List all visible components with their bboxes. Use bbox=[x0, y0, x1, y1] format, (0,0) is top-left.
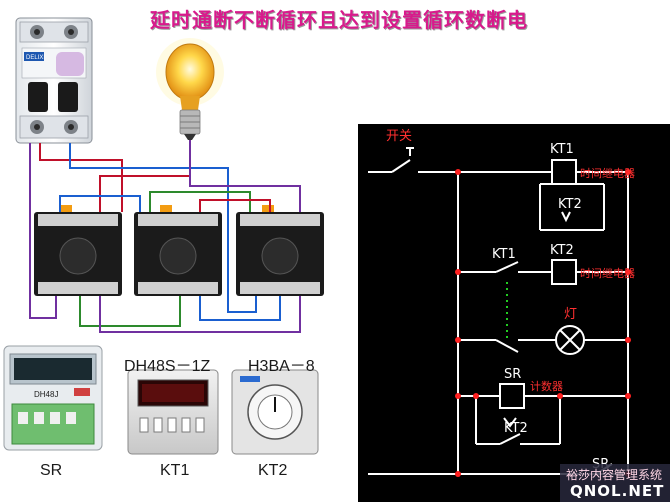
light-bulb-icon bbox=[156, 38, 224, 140]
sr-face-text: DH48J bbox=[34, 390, 58, 399]
switch-label: 开关 bbox=[386, 129, 412, 144]
relay-socket-kt2 bbox=[236, 205, 324, 296]
kt1-model-label: DH48S－1Z bbox=[124, 358, 211, 375]
kt2-contact-top-label: KT2 bbox=[558, 197, 582, 212]
counter-device-sr bbox=[3, 345, 103, 451]
watermark-line1: 裕莎内容管理系统 bbox=[566, 468, 663, 482]
watermark: 裕莎内容管理系统 QNOL.NET bbox=[560, 464, 670, 502]
kt2-coil-label: KT2 bbox=[550, 243, 574, 258]
sr-device-label: SR bbox=[40, 462, 63, 479]
kt2-model-label: H3BA－8 bbox=[248, 358, 315, 375]
timer-device-kt1 bbox=[127, 369, 219, 455]
relay-socket-sr bbox=[34, 205, 122, 296]
page-title: 延时通断不断循环且达到设置循环数断电 bbox=[150, 8, 528, 32]
relay-socket-kt1 bbox=[134, 205, 222, 296]
breaker-brand: DELIXI bbox=[26, 55, 45, 61]
counter-desc: 计数器 bbox=[530, 380, 563, 393]
sr-coil-label: SR bbox=[504, 367, 521, 382]
kt2-contact-bottom-label: KT2 bbox=[504, 421, 528, 436]
kt1-coil-label: KT1 bbox=[550, 142, 574, 157]
schematic-panel bbox=[358, 124, 670, 502]
kt2-coil-desc: 时间继电器 bbox=[580, 267, 635, 280]
wires bbox=[29, 140, 301, 333]
watermark-line2: QNOL.NET bbox=[570, 482, 665, 500]
kt2-device-label: KT2 bbox=[258, 462, 288, 479]
kt1-coil-desc: 时间继电器 bbox=[580, 167, 635, 180]
kt1-contact-label: KT1 bbox=[492, 247, 516, 262]
circuit-breaker bbox=[15, 17, 93, 144]
lamp-label: 灯 bbox=[564, 307, 577, 322]
timer-device-kt2 bbox=[231, 369, 319, 455]
kt1-device-label: KT1 bbox=[160, 462, 190, 479]
